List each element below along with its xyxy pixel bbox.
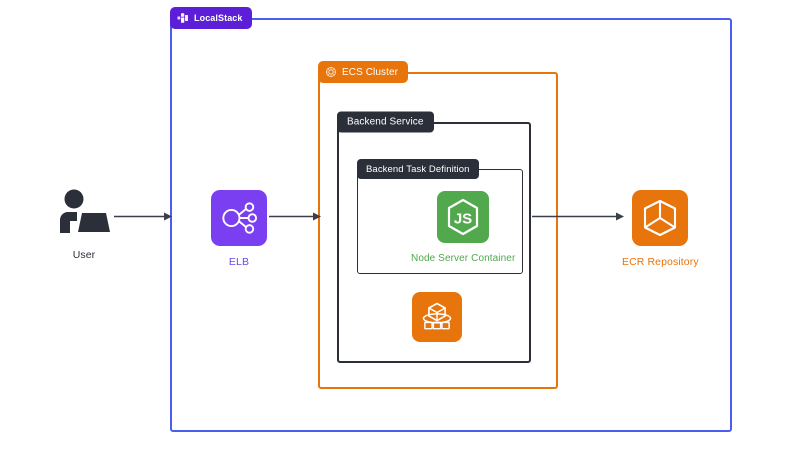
node-server-container-label: Node Server Container <box>411 253 516 264</box>
connector-user-to-elb <box>114 212 172 221</box>
nodejs-icon: JS <box>448 198 479 236</box>
nodejs-tile: JS <box>437 191 490 243</box>
ecr-repository-icon <box>644 199 677 237</box>
node-node-server-container[interactable]: JS Node Server Container <box>411 191 515 264</box>
localstack-boundary <box>170 18 732 432</box>
ecs-cluster-badge: ECS Cluster <box>318 61 409 83</box>
node-ecs-task[interactable] <box>412 292 462 352</box>
user-tile <box>52 188 116 240</box>
backend-service-boundary <box>337 122 531 363</box>
ecs-cluster-label: ECS Cluster <box>342 66 399 78</box>
elastic-load-balancer-icon <box>222 202 258 234</box>
node-ecr-repository[interactable]: ECR Repository <box>622 190 699 268</box>
ecr-tile <box>632 190 689 246</box>
backend-service-label: Backend Service <box>347 116 424 128</box>
ecs-cluster-boundary <box>318 72 558 389</box>
localstack-badge: LocalStack <box>170 7 252 29</box>
localstack-label: LocalStack <box>194 13 243 23</box>
elb-tile <box>211 190 267 246</box>
connector-backend-service-to-ecr <box>532 212 624 221</box>
node-elb[interactable]: ELB <box>211 190 267 268</box>
svg-text:JS: JS <box>454 211 472 228</box>
elb-label: ELB <box>228 256 250 268</box>
ecr-repository-label: ECR Repository <box>622 256 699 268</box>
task-definition-badge: Backend Task Definition <box>357 159 479 179</box>
user-with-laptop-icon <box>60 189 110 233</box>
aws-ecs-icon <box>422 302 452 330</box>
task-definition-label: Backend Task Definition <box>366 163 470 175</box>
connector-elb-to-ecs-cluster <box>269 212 321 221</box>
localstack-logo-icon <box>177 13 188 23</box>
user-label: User <box>72 249 96 261</box>
ecs-cluster-icon <box>326 67 336 77</box>
ecs-task-tile <box>412 292 462 342</box>
node-user[interactable]: User <box>52 188 116 261</box>
backend-service-badge: Backend Service <box>337 111 434 133</box>
